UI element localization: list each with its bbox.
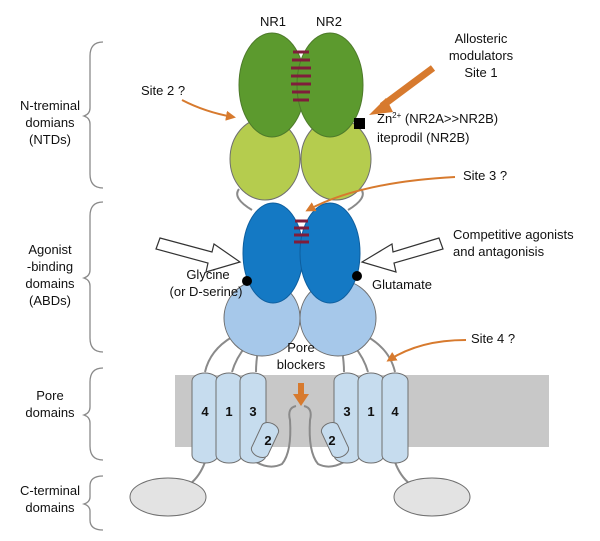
domain-label-ntd: N-treminal domians (NTDs) (20, 98, 80, 147)
svg-text:(or D-serine): (or D-serine) (170, 284, 243, 299)
svg-text:Pore: Pore (287, 340, 314, 355)
subunit-label-nr2: NR2 (316, 14, 342, 29)
competitive-agonists-label: Competitive agonists and antagonisis (453, 227, 574, 259)
helix-label-right-4: 2 (328, 433, 335, 448)
brace-pore (81, 367, 104, 461)
cterm-nr2 (393, 477, 471, 517)
agonist-hollow-arrow (360, 237, 444, 273)
site3-label: Site 3 ? (463, 168, 507, 183)
subunit-label-nr1: NR1 (260, 14, 286, 29)
abd-nr2-upper (299, 202, 361, 304)
svg-text:Agonist: Agonist (28, 242, 72, 257)
svg-text:Glycine: Glycine (186, 267, 229, 282)
tm-helices-right (320, 372, 409, 464)
svg-text:blockers: blockers (277, 357, 326, 372)
domain-label-abd: Agonist -binding domains (ABDs) (25, 242, 75, 308)
svg-text:Competitive agonists: Competitive agonists (453, 227, 574, 242)
brace-ntd (81, 41, 104, 189)
allosteric-arrow (379, 65, 436, 109)
svg-text:domains: domains (25, 276, 75, 291)
allosteric-arrow-head (369, 98, 393, 115)
svg-text:(NTDs): (NTDs) (29, 132, 71, 147)
svg-text:modulators: modulators (449, 48, 514, 63)
svg-text:-binding: -binding (27, 259, 73, 274)
svg-text:Pore: Pore (36, 388, 63, 403)
abd-interface-stripes (294, 219, 309, 244)
svg-text:and antagonisis: and antagonisis (453, 244, 545, 259)
site2-arrow (181, 99, 236, 121)
zn-label: Zn2+ (NR2A>>NR2B) (377, 111, 498, 126)
svg-text:N-treminal: N-treminal (20, 98, 80, 113)
svg-text:Site 1: Site 1 (464, 65, 497, 80)
cterm-nr1 (129, 477, 207, 517)
tm-helices-left (191, 372, 280, 464)
glutamate-site-dot (352, 271, 362, 281)
pore-blocker-arrow-head (293, 394, 309, 406)
ntd-interface-stripes (291, 50, 311, 102)
site2-label: Site 2 ? (141, 83, 185, 98)
helix-label-right-3: 4 (391, 404, 399, 419)
svg-text:domians: domians (25, 115, 75, 130)
abd-nr1-upper (242, 202, 304, 304)
helix-label-right-2: 1 (367, 404, 374, 419)
glycine-label: Glycine (or D-serine) (170, 267, 243, 299)
glycine-site-dot (242, 276, 252, 286)
glycine-hollow-arrow (155, 237, 242, 273)
domain-label-pore: Pore domains (25, 388, 75, 420)
ifenprodil-label: iteprodil (NR2B) (377, 130, 469, 145)
brace-abd (81, 201, 104, 353)
helix-label-left-2: 1 (225, 404, 232, 419)
helix-label-left-3: 3 (249, 404, 256, 419)
svg-text:C-terminal: C-terminal (20, 483, 80, 498)
svg-text:domains: domains (25, 405, 75, 420)
helix-label-right-1: 3 (343, 404, 350, 419)
zn-binding-site (354, 118, 365, 129)
site4-label: Site 4 ? (471, 331, 515, 346)
helix-label-left-1: 4 (201, 404, 209, 419)
pore-blockers-label: Pore blockers (277, 340, 326, 372)
site3-arrow (305, 176, 456, 212)
svg-text:Allosteric: Allosteric (455, 31, 508, 46)
site4-arrow (386, 339, 467, 362)
brace-cterm (81, 475, 104, 531)
allosteric-modulators-label: Allosteric modulators Site 1 (449, 31, 514, 80)
svg-text:(ABDs): (ABDs) (29, 293, 71, 308)
helix-label-left-4: 2 (264, 433, 271, 448)
glutamate-label: Glutamate (372, 277, 432, 292)
svg-text:domains: domains (25, 500, 75, 515)
domain-label-cterm: C-terminal domains (20, 483, 80, 515)
